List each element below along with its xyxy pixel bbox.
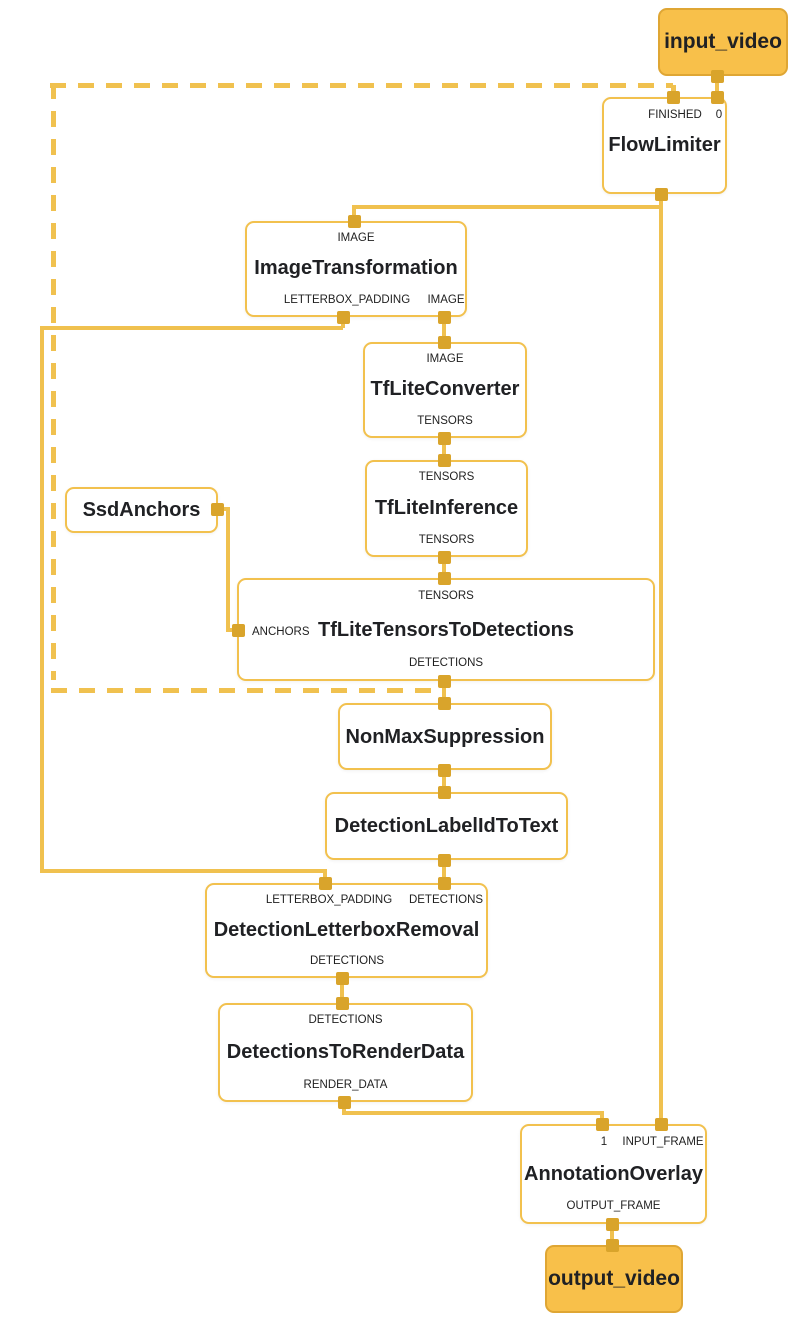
node-title: AnnotationOverlay: [524, 1163, 703, 1185]
edge-letterbox-bottom: [40, 869, 325, 873]
node-tfliteconverter[interactable]: IMAGE TfLiteConverter TENSORS: [363, 342, 527, 438]
node-title: TfLiteTensorsToDetections: [318, 619, 574, 641]
port-label-detections-in: DETECTIONS: [408, 894, 484, 906]
port: [596, 1118, 609, 1131]
edge-imagetransformation-to-converter: [442, 315, 446, 342]
node-title: DetectionLabelIdToText: [334, 815, 559, 837]
port-label-image-out: IMAGE: [427, 294, 465, 306]
edge-flowlimiter-to-annotationoverlay: [659, 192, 663, 1124]
edge-feedback-bottom: [51, 688, 444, 693]
edge-labelid-to-letterboxremoval: [442, 858, 446, 883]
node-detectionlabelidtotext[interactable]: DetectionLabelIdToText: [325, 792, 568, 860]
port: [655, 1118, 668, 1131]
edge-branch-to-imagetransformation: [352, 205, 356, 221]
port: [336, 972, 349, 985]
edge-overlay-to-outputvideo: [610, 1222, 614, 1245]
port: [438, 675, 451, 688]
port-label-letterbox-in: LETTERBOX_PADDING: [265, 894, 393, 906]
port-label-tensors-in: TENSORS: [418, 590, 474, 602]
edge-inference-to-tensorstodetections: [442, 555, 446, 578]
port-label-image-in: IMAGE: [337, 232, 375, 244]
port-label-detections-out: DETECTIONS: [408, 657, 484, 669]
node-ssdanchors[interactable]: SsdAnchors: [65, 487, 218, 533]
port: [606, 1239, 619, 1252]
port: [667, 91, 680, 104]
node-tfliteinference[interactable]: TENSORS TfLiteInference TENSORS: [365, 460, 528, 557]
port: [438, 764, 451, 777]
node-title: DetectionsToRenderData: [226, 1041, 465, 1063]
edge-letterbox-stub-in: [323, 869, 327, 883]
node-title: TfLiteConverter: [370, 378, 520, 400]
port: [438, 786, 451, 799]
port-label-tensors-out: TENSORS: [417, 415, 473, 427]
edge-renderdata-to-overlay: [600, 1111, 604, 1124]
port: [348, 215, 361, 228]
node-nonmaxsuppression[interactable]: NonMaxSuppression: [338, 703, 552, 770]
port: [438, 454, 451, 467]
port: [438, 697, 451, 710]
node-imagetransformation[interactable]: IMAGE ImageTransformation LETTERBOX_PADD…: [245, 221, 467, 317]
edge-letterboxremoval-to-renderdata: [340, 976, 344, 1003]
edge-ssdanchors-down: [226, 507, 230, 632]
port: [319, 877, 332, 890]
port: [337, 311, 350, 324]
port-label-anchors-in: ANCHORS: [252, 626, 310, 638]
port-label-outputframe-out: OUTPUT_FRAME: [566, 1200, 661, 1212]
port-label-1-in: 1: [600, 1136, 608, 1148]
port: [438, 432, 451, 445]
edge-flowlimiter-branch: [352, 205, 663, 209]
port: [211, 503, 224, 516]
edge-letterbox-left: [40, 326, 44, 873]
edge-renderdata-across: [342, 1111, 604, 1115]
node-title: SsdAnchors: [82, 499, 201, 521]
node-annotationoverlay[interactable]: 1 INPUT_FRAME AnnotationOverlay OUTPUT_F…: [520, 1124, 707, 1224]
port: [711, 70, 724, 83]
node-detectionstorenderdata[interactable]: DETECTIONS DetectionsToRenderData RENDER…: [218, 1003, 473, 1102]
port: [606, 1218, 619, 1231]
port: [232, 624, 245, 637]
node-title: NonMaxSuppression: [345, 725, 545, 748]
port: [711, 91, 724, 104]
node-detectionletterboxremoval[interactable]: LETTERBOX_PADDING DETECTIONS DetectionLe…: [205, 883, 488, 978]
port: [438, 336, 451, 349]
edge-detections-to-nonmax: [442, 679, 446, 703]
port-label-tensors-in: TENSORS: [418, 471, 475, 483]
edge-feedback-top: [50, 83, 673, 88]
port: [338, 1096, 351, 1109]
port-label-0: 0: [715, 109, 723, 121]
port: [336, 997, 349, 1010]
port-label-finished: FINISHED: [648, 109, 702, 121]
node-title: TfLiteInference: [374, 497, 519, 519]
port-label-tensors-out: TENSORS: [418, 534, 475, 546]
node-tflitetensorstodetections[interactable]: TENSORS ANCHORS TfLiteTensorsToDetection…: [237, 578, 655, 681]
port-label-detections-out: DETECTIONS: [309, 955, 385, 967]
port-label-image-in: IMAGE: [426, 353, 464, 365]
node-input-video[interactable]: input_video: [658, 8, 788, 76]
edge-nonmax-to-labelid: [442, 768, 446, 792]
port-label-renderdata-out: RENDER_DATA: [303, 1079, 388, 1091]
port: [438, 311, 451, 324]
port: [438, 854, 451, 867]
port: [438, 572, 451, 585]
edge-feedback-left: [51, 83, 56, 680]
edge-inputvideo-to-flowlimiter: [715, 76, 719, 97]
node-output-video[interactable]: output_video: [545, 1245, 683, 1313]
node-title: ImageTransformation: [254, 257, 458, 279]
edge-converter-to-inference: [442, 436, 446, 460]
port: [655, 188, 668, 201]
stream-title: input_video: [664, 30, 782, 53]
port: [438, 877, 451, 890]
node-flowlimiter[interactable]: FINISHED 0 FlowLimiter: [602, 97, 727, 194]
port-label-inputframe-in: INPUT_FRAME: [622, 1136, 704, 1148]
port-label-letterbox-out: LETTERBOX_PADDING: [283, 294, 411, 306]
port-label-detections-in: DETECTIONS: [308, 1014, 383, 1026]
edge-letterbox-top: [40, 326, 343, 330]
port: [438, 551, 451, 564]
stream-title: output_video: [548, 1267, 680, 1290]
node-title: FlowLimiter: [608, 134, 721, 156]
node-title: DetectionLetterboxRemoval: [213, 919, 480, 941]
